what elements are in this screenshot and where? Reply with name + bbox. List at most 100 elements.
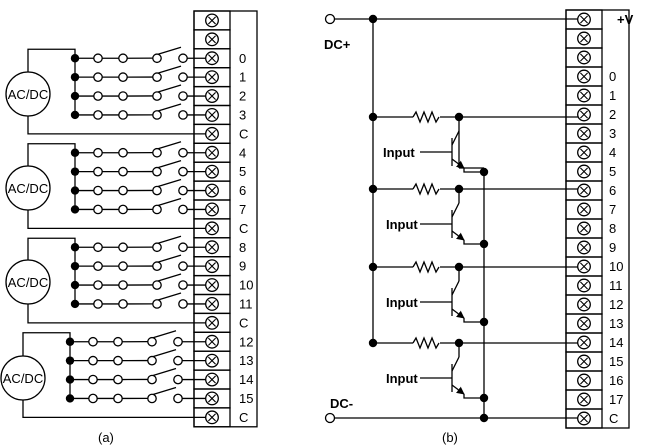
- emitter-wire: [463, 394, 484, 399]
- contact-terminal: [88, 393, 98, 404]
- b-terminal-label: 10: [609, 259, 623, 274]
- screw-cross-icon: [580, 91, 588, 100]
- contact-terminal: [88, 355, 98, 366]
- switch-blade: [157, 254, 182, 263]
- screw-cross-icon: [580, 167, 588, 176]
- transistor-emitter-icon: [451, 230, 465, 241]
- screw-cross-icon: [580, 129, 588, 138]
- contact-terminal: [118, 53, 128, 64]
- transistor-emitter-icon: [451, 308, 465, 319]
- b-terminal-label: 9: [609, 240, 616, 255]
- screw-cross-icon: [208, 243, 216, 252]
- contact-terminal: [152, 72, 162, 83]
- b-terminal-label: 13: [609, 316, 623, 331]
- switch-blade: [157, 65, 182, 74]
- contact-terminal: [147, 336, 157, 347]
- screw-cross-icon: [580, 34, 588, 43]
- transistor-collector-icon: [451, 202, 460, 218]
- contact-terminal: [93, 261, 103, 271]
- switch-blade: [157, 141, 182, 150]
- screw-cross-icon: [208, 394, 216, 403]
- contact-terminal: [178, 72, 188, 83]
- contact-terminal: [118, 242, 128, 253]
- a-terminal-label: C: [239, 221, 248, 236]
- switch-blade: [152, 330, 177, 339]
- b-terminal-label: 11: [609, 278, 623, 293]
- contact-terminal: [173, 355, 183, 366]
- contact-terminal: [118, 91, 128, 101]
- screw-cross-icon: [208, 281, 216, 290]
- screw-cross-icon: [208, 186, 216, 195]
- b-terminal-label: 1: [609, 88, 616, 103]
- contact-terminal: [152, 53, 162, 64]
- contact-terminal: [93, 204, 103, 215]
- b-terminal-label: C: [609, 411, 618, 426]
- contact-terminal: [178, 261, 188, 271]
- contact-terminal: [173, 374, 183, 385]
- return-junction-dot: [479, 167, 489, 177]
- transistor-collector-icon: [451, 280, 460, 296]
- screw-cross-icon: [580, 376, 588, 385]
- a-terminal-label: 11: [239, 296, 253, 311]
- a-terminal-label: 8: [239, 240, 246, 255]
- screw-cross-icon: [580, 148, 588, 157]
- dc-plus-label: DC+: [324, 37, 351, 52]
- contact-terminal: [93, 185, 103, 196]
- b-terminal-label: 16: [609, 373, 623, 388]
- switch-blade: [157, 292, 182, 301]
- screw-cross-icon: [580, 281, 588, 290]
- resistor-icon: [412, 110, 440, 124]
- contact-terminal: [93, 166, 103, 177]
- switch-blade: [152, 386, 177, 396]
- b-terminal-label: 14: [609, 335, 623, 350]
- contact-terminal: [93, 299, 103, 309]
- contact-terminal: [178, 204, 188, 215]
- screw-cross-icon: [208, 224, 216, 233]
- switch-blade: [157, 197, 182, 207]
- b-terminal-label: 2: [609, 107, 616, 122]
- contact-terminal: [152, 147, 162, 158]
- contact-terminal: [113, 374, 123, 385]
- b-terminal-label: 17: [609, 392, 623, 407]
- sensor-input-label: Input: [386, 371, 418, 386]
- contact-terminal: [118, 166, 128, 177]
- b-terminal-label: 7: [609, 202, 616, 217]
- contact-terminal: [118, 280, 128, 290]
- switch-blade: [157, 160, 182, 169]
- a-terminal-label: 5: [239, 164, 246, 179]
- transistor-collector-icon: [451, 356, 460, 372]
- b-terminal-label: 15: [609, 354, 623, 369]
- dc-plus-terminal: [324, 13, 336, 25]
- switch-blade: [152, 349, 177, 358]
- screw-cross-icon: [208, 167, 216, 176]
- a-terminal-label: 9: [239, 259, 246, 274]
- screw-cross-icon: [580, 53, 588, 62]
- dc-minus-label: DC-: [330, 396, 353, 411]
- contact-terminal: [152, 299, 162, 309]
- screw-cross-icon: [208, 16, 216, 25]
- contact-terminal: [173, 393, 183, 404]
- b-terminal-label: 12: [609, 297, 623, 312]
- switch-blade: [157, 178, 182, 188]
- contact-terminal: [113, 355, 123, 366]
- screw-cross-icon: [208, 356, 216, 365]
- a-terminal-label: 6: [239, 183, 246, 198]
- contact-terminal: [178, 166, 188, 177]
- contact-terminal: [173, 336, 183, 347]
- contact-terminal: [152, 91, 162, 101]
- screw-cross-icon: [208, 299, 216, 308]
- contact-terminal: [113, 336, 123, 347]
- a-terminal-label: 4: [239, 145, 246, 160]
- screw-cross-icon: [208, 129, 216, 138]
- contact-terminal: [118, 185, 128, 196]
- contact-terminal: [178, 91, 188, 101]
- screw-cross-icon: [208, 35, 216, 44]
- screw-cross-icon: [580, 205, 588, 214]
- sensor-input-label: Input: [386, 217, 418, 232]
- screw-cross-icon: [580, 186, 588, 195]
- ac-dc-source-label: AC/DC: [3, 371, 43, 386]
- contact-terminal: [178, 280, 188, 290]
- a-terminal-label: C: [239, 315, 248, 330]
- a-terminal-label: C: [239, 126, 248, 141]
